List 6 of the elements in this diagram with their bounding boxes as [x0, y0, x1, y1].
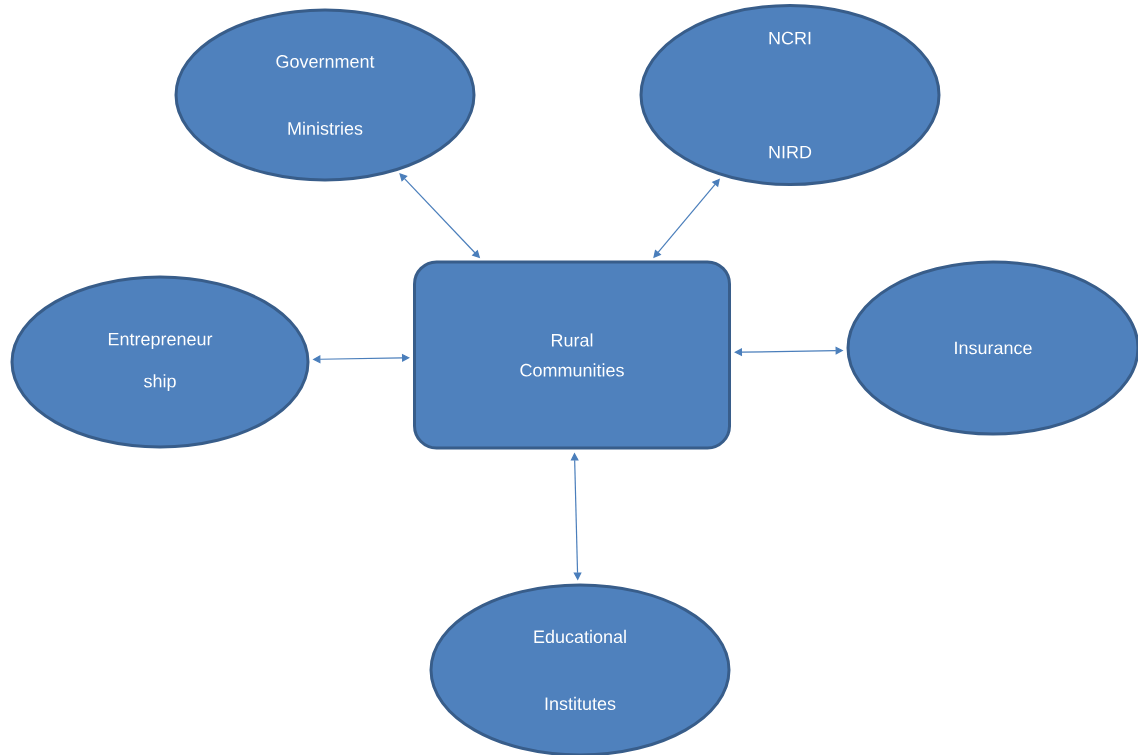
- rounded-box: Rural Communities: [413, 260, 731, 450]
- ellipse-node: Educational Institutes: [429, 583, 731, 755]
- ellipse-node: Insurance: [846, 260, 1138, 436]
- ellipse-node: Government Ministries: [174, 8, 476, 182]
- ellipse-node: NCRI NIRD: [639, 4, 941, 186]
- ellipse-node: Entrepreneur ship: [10, 275, 310, 449]
